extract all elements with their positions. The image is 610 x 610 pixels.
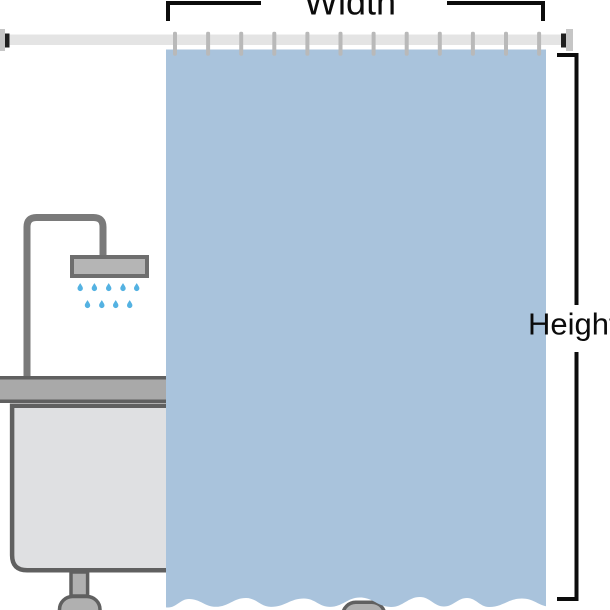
svg-text:Width: Width xyxy=(304,0,396,22)
svg-text:Height: Height xyxy=(528,307,610,342)
